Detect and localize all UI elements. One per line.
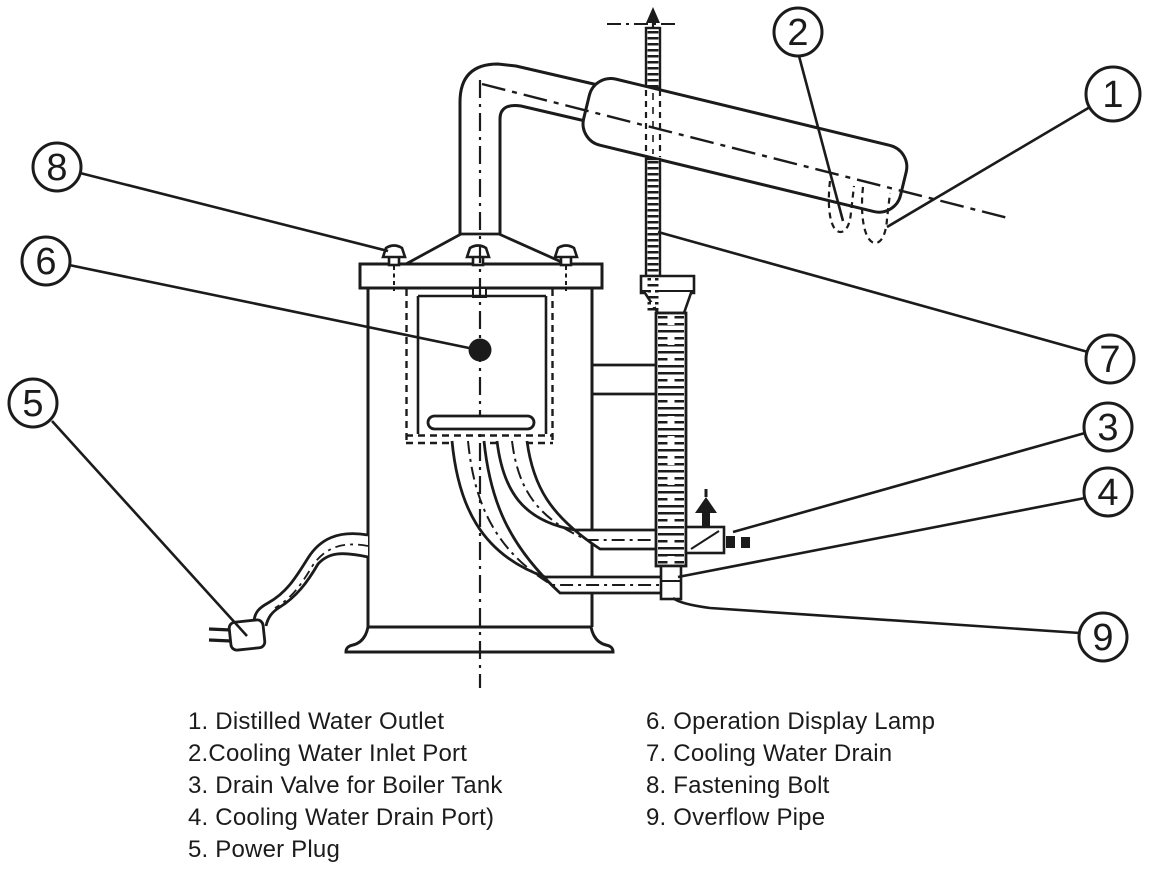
callout-9: 9 [1077, 611, 1129, 663]
plug-prong [208, 638, 232, 643]
callout-3: 3 [1082, 401, 1134, 453]
drain-tubes [450, 440, 662, 595]
leader-1 [886, 105, 1091, 229]
legend-item-4: 4. Cooling Water Drain Port) [188, 804, 495, 831]
legend-column-left: 1. Distilled Water Outlet 2.Cooling Wate… [188, 706, 503, 866]
inner-tank [416, 294, 548, 434]
leader-5 [51, 420, 248, 637]
legend-item-8: 8. Fastening Bolt [646, 772, 830, 799]
legend-item-1: 1. Distilled Water Outlet [188, 708, 445, 735]
callout-9-number: 9 [1092, 617, 1113, 659]
legend-item-6: 6. Operation Display Lamp [646, 708, 936, 735]
callout-2-number: 2 [787, 12, 808, 54]
rod-lower-section [644, 157, 662, 278]
cooling-water-drain-rod [607, 7, 676, 90]
valve-outlet-fitting [726, 536, 735, 548]
funnel-coupling [639, 274, 696, 315]
callout-7-number: 7 [1099, 339, 1120, 381]
legend-column-right: 6. Operation Display Lamp 7. Cooling Wat… [646, 706, 935, 834]
leader-8 [79, 171, 389, 253]
leader-3 [732, 431, 1086, 534]
column-assembly [592, 311, 750, 601]
callout-5-number: 5 [22, 383, 43, 425]
distilled-water-outlet [860, 186, 892, 244]
rod-hidden-section [644, 90, 662, 157]
condenser-centerline [481, 82, 1009, 220]
overflow-pipe [659, 564, 683, 601]
legend-item-9: 9. Overflow Pipe [646, 804, 826, 831]
power-cord [252, 532, 369, 627]
callout-2: 2 [772, 6, 824, 58]
operation-display-lamp [468, 338, 492, 362]
leader-6 [68, 263, 470, 350]
callout-4: 4 [1082, 466, 1134, 518]
callouts: 1 2 3 4 5 6 7 [7, 6, 1142, 663]
legend-item-2: 2.Cooling Water Inlet Port [188, 740, 468, 767]
leader-lines [51, 55, 1091, 637]
fastening-bolt-center [465, 244, 491, 267]
legend-item-3: 3. Drain Valve for Boiler Tank [188, 772, 503, 799]
drain-valve [684, 489, 750, 555]
leader-2 [797, 55, 845, 222]
cooling-water-inlet-port [827, 180, 856, 234]
callout-5: 5 [7, 377, 59, 429]
steam-pipe [458, 62, 599, 252]
callout-3-number: 3 [1097, 407, 1118, 449]
plug-prong [208, 627, 232, 632]
valve-outlet-fitting [741, 537, 750, 548]
callout-8-number: 8 [46, 147, 67, 189]
legend-item-5: 5. Power Plug [188, 836, 341, 863]
condenser-nozzles [827, 180, 892, 244]
fastening-bolt-left [381, 244, 407, 267]
tank-base [344, 625, 615, 654]
leader-7 [657, 230, 1089, 354]
boiler-tank [344, 62, 615, 654]
callout-1-number: 1 [1102, 74, 1123, 116]
legend-item-7: 7. Cooling Water Drain [646, 740, 893, 767]
callout-6: 6 [20, 235, 72, 287]
callout-7: 7 [1084, 333, 1136, 385]
callout-8: 8 [31, 141, 83, 193]
leader-9 [672, 596, 1081, 635]
callout-1: 1 [1084, 65, 1142, 123]
rod-top-arrow [646, 7, 660, 23]
callout-6-number: 6 [35, 241, 56, 283]
fastening-bolt-right [553, 244, 579, 267]
leader-4 [677, 496, 1086, 579]
condenser-body [581, 77, 909, 214]
callout-4-number: 4 [1097, 472, 1118, 514]
heating-element [426, 414, 536, 431]
